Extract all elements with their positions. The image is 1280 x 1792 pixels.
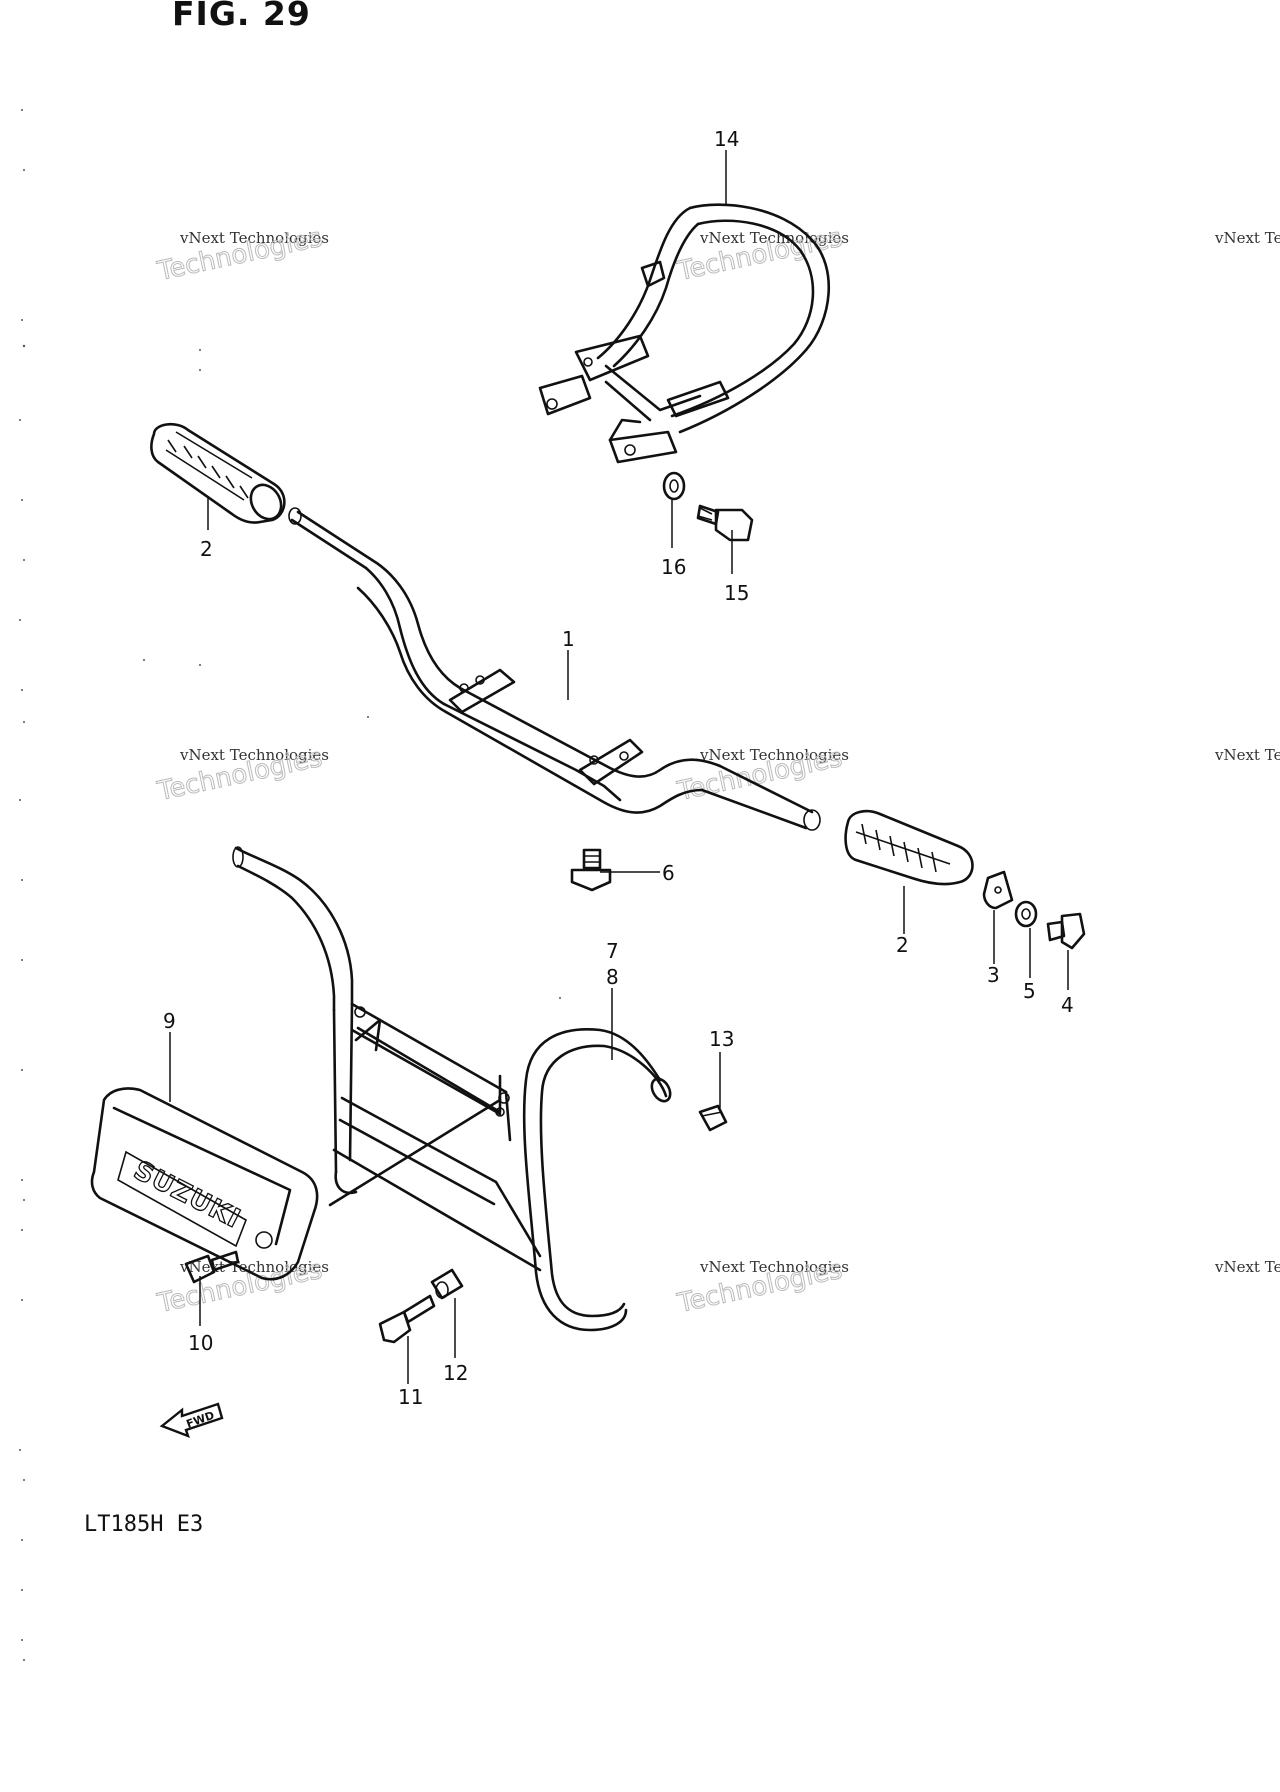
watermark-text: vNext Technologies (1214, 746, 1280, 764)
callout-6: 6 (662, 861, 675, 885)
callout-11: 11 (398, 1385, 423, 1409)
callout-5: 5 (1023, 979, 1036, 1003)
part-15-bolt (696, 504, 754, 542)
callout-16: 16 (661, 555, 686, 579)
callout-4: 4 (1061, 993, 1074, 1017)
part-6-bolt (570, 848, 612, 892)
callout-2-upper: 2 (200, 537, 213, 561)
part-11-bolt (378, 1294, 436, 1344)
model-code: LT185H E3 (84, 1512, 204, 1537)
scan-dots (19, 109, 561, 1661)
part-5-washer (1014, 900, 1038, 928)
part-9-front-panel: SUZUKI (90, 1087, 319, 1281)
watermark-text: vNext Technologies (179, 746, 329, 764)
part-10-bolt (184, 1250, 240, 1284)
callout-10: 10 (188, 1331, 213, 1355)
part-12-collar (430, 1268, 464, 1300)
part-16-washer (662, 471, 686, 501)
part-14-grab-bar (538, 203, 831, 464)
watermark-text: vNext Technologies (699, 746, 849, 764)
callout-3: 3 (987, 963, 1000, 987)
callout-14: 14 (714, 127, 739, 151)
part-1-footrest-bar (288, 507, 821, 831)
watermark-text: vNext Technologies (179, 229, 329, 247)
leader-lines (169, 150, 1069, 1384)
callout-7: 7 (606, 939, 619, 963)
watermark-text: vNext Technologies (1214, 229, 1280, 247)
part-7-8-front-guard (232, 846, 672, 1332)
callout-1: 1 (562, 627, 575, 651)
watermark-text: vNext Technologies (699, 229, 849, 247)
callout-8: 8 (606, 965, 619, 989)
part-3-retainer (982, 870, 1014, 910)
fwd-arrow-icon: FWD (159, 1402, 224, 1439)
watermark-group: vNext Technologies Technologies vNext Te… (154, 222, 1280, 1319)
callout-12: 12 (443, 1361, 468, 1385)
watermark-text: vNext Technologies (699, 1258, 849, 1276)
callout-labels: 14 2 16 15 1 6 2 3 5 4 7 8 13 9 10 11 12 (163, 127, 1074, 1409)
callout-15: 15 (724, 581, 749, 605)
fwd-label: FWD (185, 1409, 216, 1431)
part-2-footpeg-rubber-upper (150, 422, 286, 524)
watermark-text: vNext Technologies (1214, 1258, 1280, 1276)
callout-13: 13 (709, 1027, 734, 1051)
callout-9: 9 (163, 1009, 176, 1033)
figure-title: FIG. 29 (172, 0, 311, 33)
part-4-bolt (1046, 912, 1086, 950)
part-13-cap (698, 1104, 728, 1132)
callout-2-lower: 2 (896, 933, 909, 957)
part-2-footpeg-rubber-lower (844, 809, 974, 886)
